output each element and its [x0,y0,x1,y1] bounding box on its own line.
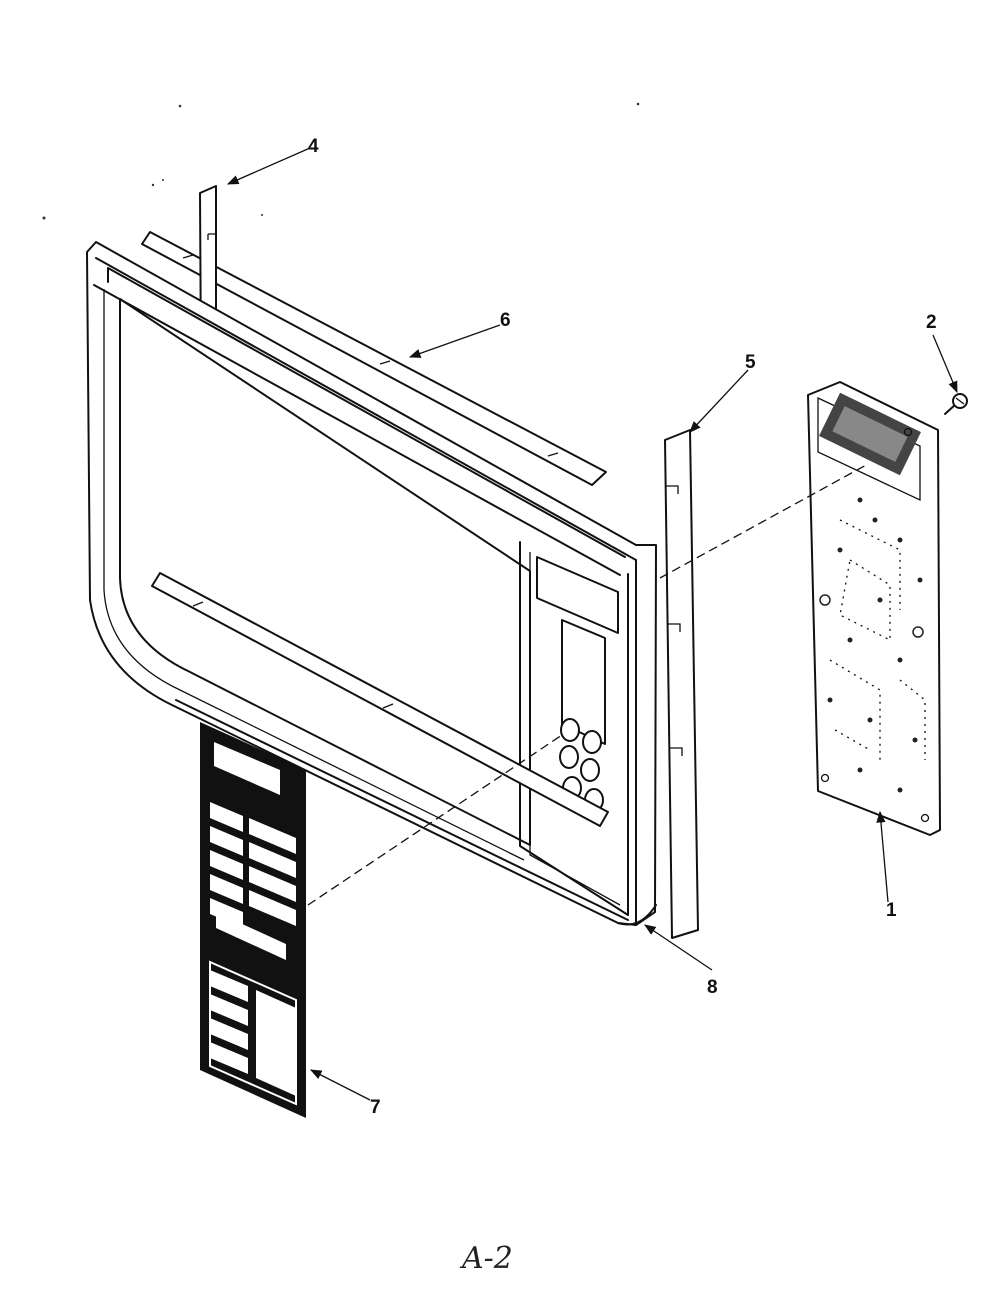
callout-part-8: 8 [707,977,718,998]
leader-lines [226,147,958,1101]
callout-part-6: 6 [500,310,511,331]
control-overlay-label [200,722,306,1118]
top-trim-strip [141,231,607,486]
callout-part-4: 4 [308,136,319,157]
callout-part-7: 7 [370,1097,381,1118]
callout-part-2: 2 [926,312,937,333]
screw [944,393,968,415]
paper-specks [42,102,640,220]
alignment-lines [307,463,869,906]
callout-part-5: 5 [745,352,756,373]
circuit-board [807,381,941,836]
right-bracket [664,429,699,939]
page-label: A-2 [459,1241,513,1276]
callout-part-1: 1 [886,900,897,921]
circuit-traces [819,497,924,793]
front-frame [86,241,657,926]
